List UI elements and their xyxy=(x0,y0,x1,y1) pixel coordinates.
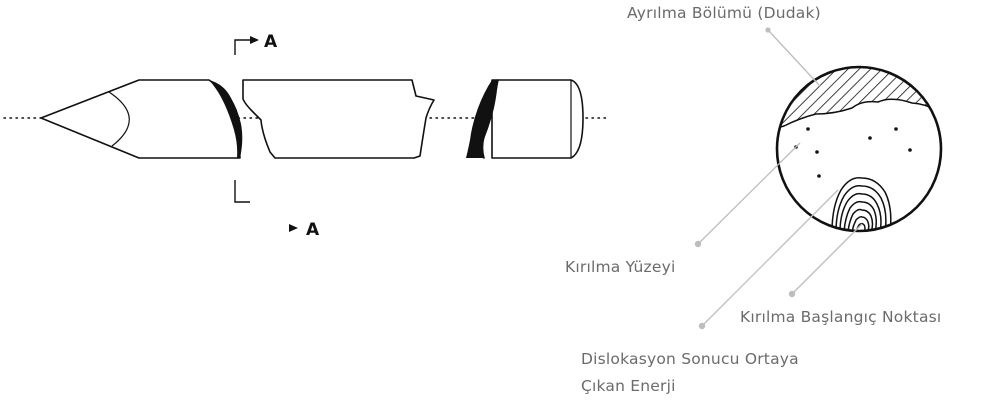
chisel-end-piece xyxy=(466,79,584,159)
section-marker-top: A xyxy=(234,32,278,55)
cone-arc xyxy=(108,91,130,147)
section-label-bottom: A xyxy=(306,220,320,240)
fracture-face-right-edge xyxy=(481,79,499,159)
fracture-lip-left xyxy=(209,80,243,158)
leader-fracture-origin xyxy=(791,223,863,295)
section-marker-bottom: A xyxy=(234,180,320,240)
label-fracture-origin: Kırılma Başlangıç Noktası xyxy=(740,308,941,326)
lip-boundary xyxy=(777,98,941,131)
leader-fracture-surface xyxy=(697,142,801,245)
fracture-face-right xyxy=(466,80,498,158)
fracture-surface-dots xyxy=(794,127,912,178)
label-dislocation-line2: Çıkan Enerji xyxy=(581,377,676,395)
label-fracture-surface: Kırılma Yüzeyi xyxy=(565,258,675,276)
section-label-top: A xyxy=(264,32,278,52)
lip-hatch-area xyxy=(777,67,941,130)
leader-separation-zone xyxy=(767,29,821,87)
cross-section-view xyxy=(775,65,943,233)
label-dislocation-line1: Dislokasyon Sonucu Ortaya xyxy=(581,350,799,368)
leader-dislocation-energy xyxy=(701,189,839,327)
fracture-origin-rings xyxy=(831,177,892,231)
chisel-illustration: A A xyxy=(3,32,609,240)
cross-section-circle xyxy=(775,65,943,233)
chisel-tip-piece xyxy=(40,79,243,159)
leader-lines xyxy=(694,27,863,330)
chisel-middle-piece xyxy=(242,79,435,159)
label-separation-zone: Ayrılma Bölümü (Dudak) xyxy=(627,4,821,22)
